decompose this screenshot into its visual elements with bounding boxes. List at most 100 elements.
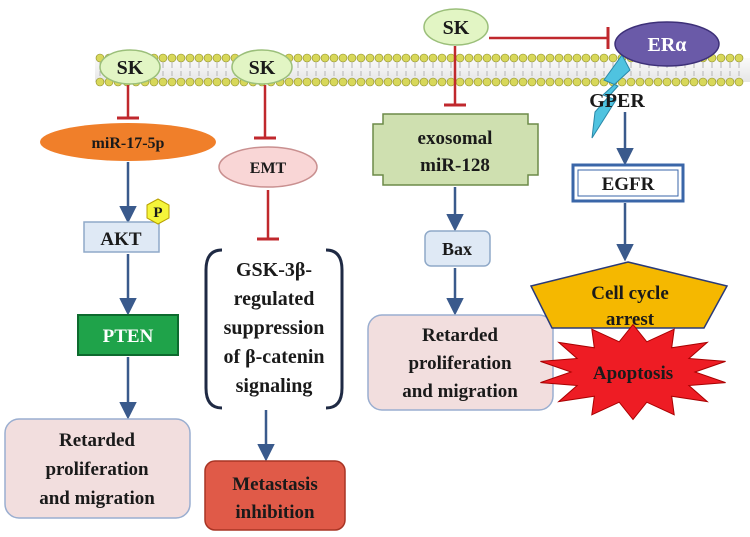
gsk-line3: suppression: [224, 317, 325, 339]
lipid-head: [716, 77, 726, 87]
lipid-head: [680, 77, 690, 87]
retarded-box-1: Retarded proliferation and migration: [4, 418, 191, 519]
lipid-head: [590, 53, 600, 63]
cellcycle-line1: Cell cycle: [591, 283, 669, 304]
lipid-head: [473, 77, 483, 87]
lipid-head: [554, 53, 564, 63]
lipid-head: [428, 53, 438, 63]
lipid-head: [167, 53, 177, 63]
retarded2-line1: Retarded: [422, 325, 498, 346]
sk-node-2: SK: [231, 49, 293, 85]
lipid-head: [365, 77, 375, 87]
sk-node-3: SK: [423, 8, 489, 46]
lipid-head: [374, 53, 384, 63]
lipid-head: [653, 77, 663, 87]
apoptosis-node: Apoptosis: [540, 323, 726, 421]
lipid-head: [437, 53, 447, 63]
sk-node-1: SK: [99, 49, 161, 85]
lipid-head: [572, 53, 582, 63]
lipid-head: [518, 53, 528, 63]
emt-node: EMT: [218, 146, 318, 188]
metastasis-box: Metastasis inhibition: [204, 460, 346, 531]
retarded-box-2: Retarded proliferation and migration: [367, 314, 554, 411]
lipid-head: [581, 53, 591, 63]
lipid-head: [608, 53, 618, 63]
retarded2-line3: and migration: [402, 381, 518, 402]
lipid-head: [563, 53, 573, 63]
lipid-head: [536, 77, 546, 87]
lipid-head: [716, 53, 726, 63]
lipid-head: [725, 77, 735, 87]
lipid-head: [590, 77, 600, 87]
lipid-head: [671, 77, 681, 87]
lipid-head: [338, 53, 348, 63]
lipid-head: [734, 53, 744, 63]
er-alpha-node: ERα: [614, 21, 720, 67]
lipid-head: [356, 53, 366, 63]
gsk-line5: signaling: [236, 375, 313, 397]
bax-node: Bax: [424, 230, 491, 267]
lipid-head: [581, 77, 591, 87]
lipid-head: [707, 77, 717, 87]
lipid-head: [302, 77, 312, 87]
lipid-head: [455, 53, 465, 63]
lipid-head: [212, 77, 222, 87]
lipid-head: [410, 53, 420, 63]
akt-label: AKT: [100, 229, 142, 250]
metastasis-line2: inhibition: [235, 502, 315, 523]
lipid-head: [95, 77, 105, 87]
er-alpha-label: ERα: [648, 34, 687, 56]
inhibit-sk2-emt: [254, 85, 276, 140]
inhibit-sk3-exosomal: [444, 46, 466, 107]
gper-label: GPER: [589, 90, 645, 112]
gsk-line4: of β-catenin: [223, 346, 324, 368]
lipid-head: [221, 77, 231, 87]
pten-node: PTEN: [77, 314, 179, 356]
lipid-head: [599, 53, 609, 63]
gsk-line1: GSK-3β-: [236, 259, 312, 281]
sk-label-1: SK: [117, 57, 144, 79]
egfr-label: EGFR: [602, 174, 655, 195]
retarded2-line2: proliferation: [408, 353, 512, 374]
lipid-head: [527, 77, 537, 87]
lipid-head: [176, 77, 186, 87]
inhibit-sk1-mir17: [117, 85, 139, 120]
emt-label: EMT: [250, 160, 287, 177]
cellcycle-line2: arrest: [606, 309, 655, 330]
retarded1-line1: Retarded: [59, 430, 135, 451]
apoptosis-label: Apoptosis: [593, 363, 673, 384]
inhibit-emt-gsk: [257, 190, 279, 241]
phospho-label: P: [153, 205, 162, 221]
lipid-head: [626, 77, 636, 87]
lipid-head: [698, 77, 708, 87]
lipid-head: [509, 77, 519, 87]
egfr-node: EGFR: [571, 163, 685, 203]
lipid-head: [203, 53, 213, 63]
lipid-head: [563, 77, 573, 87]
retarded1-line2: proliferation: [45, 459, 149, 480]
lipid-head: [320, 77, 330, 87]
lipid-head: [320, 53, 330, 63]
mir17-label: miR-17-5p: [92, 135, 165, 152]
lipid-head: [347, 77, 357, 87]
lipid-head: [527, 53, 537, 63]
lipid-head: [725, 53, 735, 63]
retarded1-line3: and migration: [39, 488, 155, 509]
lipid-head: [365, 53, 375, 63]
lipid-head: [509, 53, 519, 63]
inhibit-sk3-er: [489, 27, 610, 49]
pten-label: PTEN: [103, 326, 154, 347]
mir17-node: miR-17-5p: [40, 123, 216, 161]
lipid-head: [500, 53, 510, 63]
sk-label-2: SK: [249, 57, 276, 79]
lipid-head: [302, 53, 312, 63]
lipid-head: [284, 77, 294, 87]
lipid-head: [212, 53, 222, 63]
lipid-head: [356, 77, 366, 87]
lipid-head: [293, 77, 303, 87]
lipid-head: [194, 53, 204, 63]
lipid-head: [176, 53, 186, 63]
lipid-head: [536, 53, 546, 63]
lipid-head: [401, 77, 411, 87]
